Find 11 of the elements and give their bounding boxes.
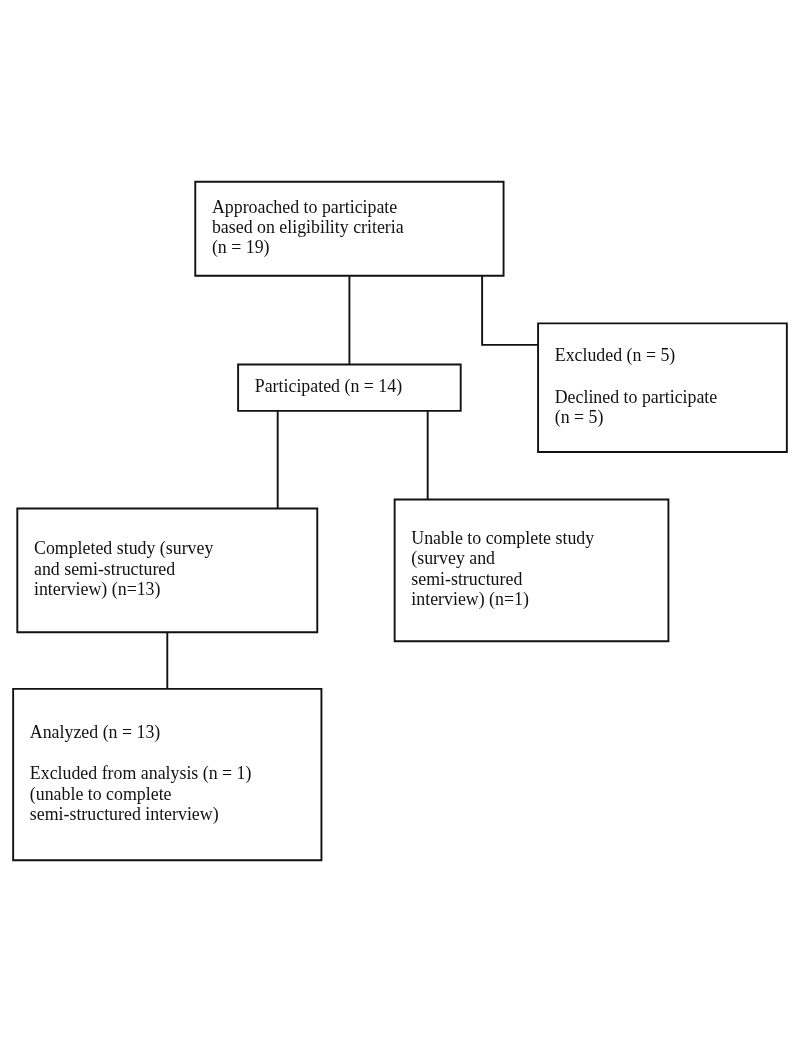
connector — [276, 409, 279, 509]
node-box: Unable to complete study (survey and semi-structured interview) (n=1) — [393, 498, 670, 642]
connector — [348, 274, 351, 365]
node-box: Completed study (survey and semi-structured interview) (n=13) — [16, 507, 319, 633]
connector — [166, 631, 169, 689]
node-box: Approached to participate based on eligibility criteria (n = 19) — [194, 180, 505, 277]
node-box: Participated (n = 14) — [237, 363, 462, 412]
node-box: Excluded (n = 5) Declined to participate (n = 5) — [537, 321, 788, 453]
connector — [426, 409, 429, 500]
node-box: Analyzed (n = 13) Excluded from analysis (n = 1) (unable to complete semi-structured interview) — [12, 687, 323, 861]
connector — [481, 274, 539, 346]
